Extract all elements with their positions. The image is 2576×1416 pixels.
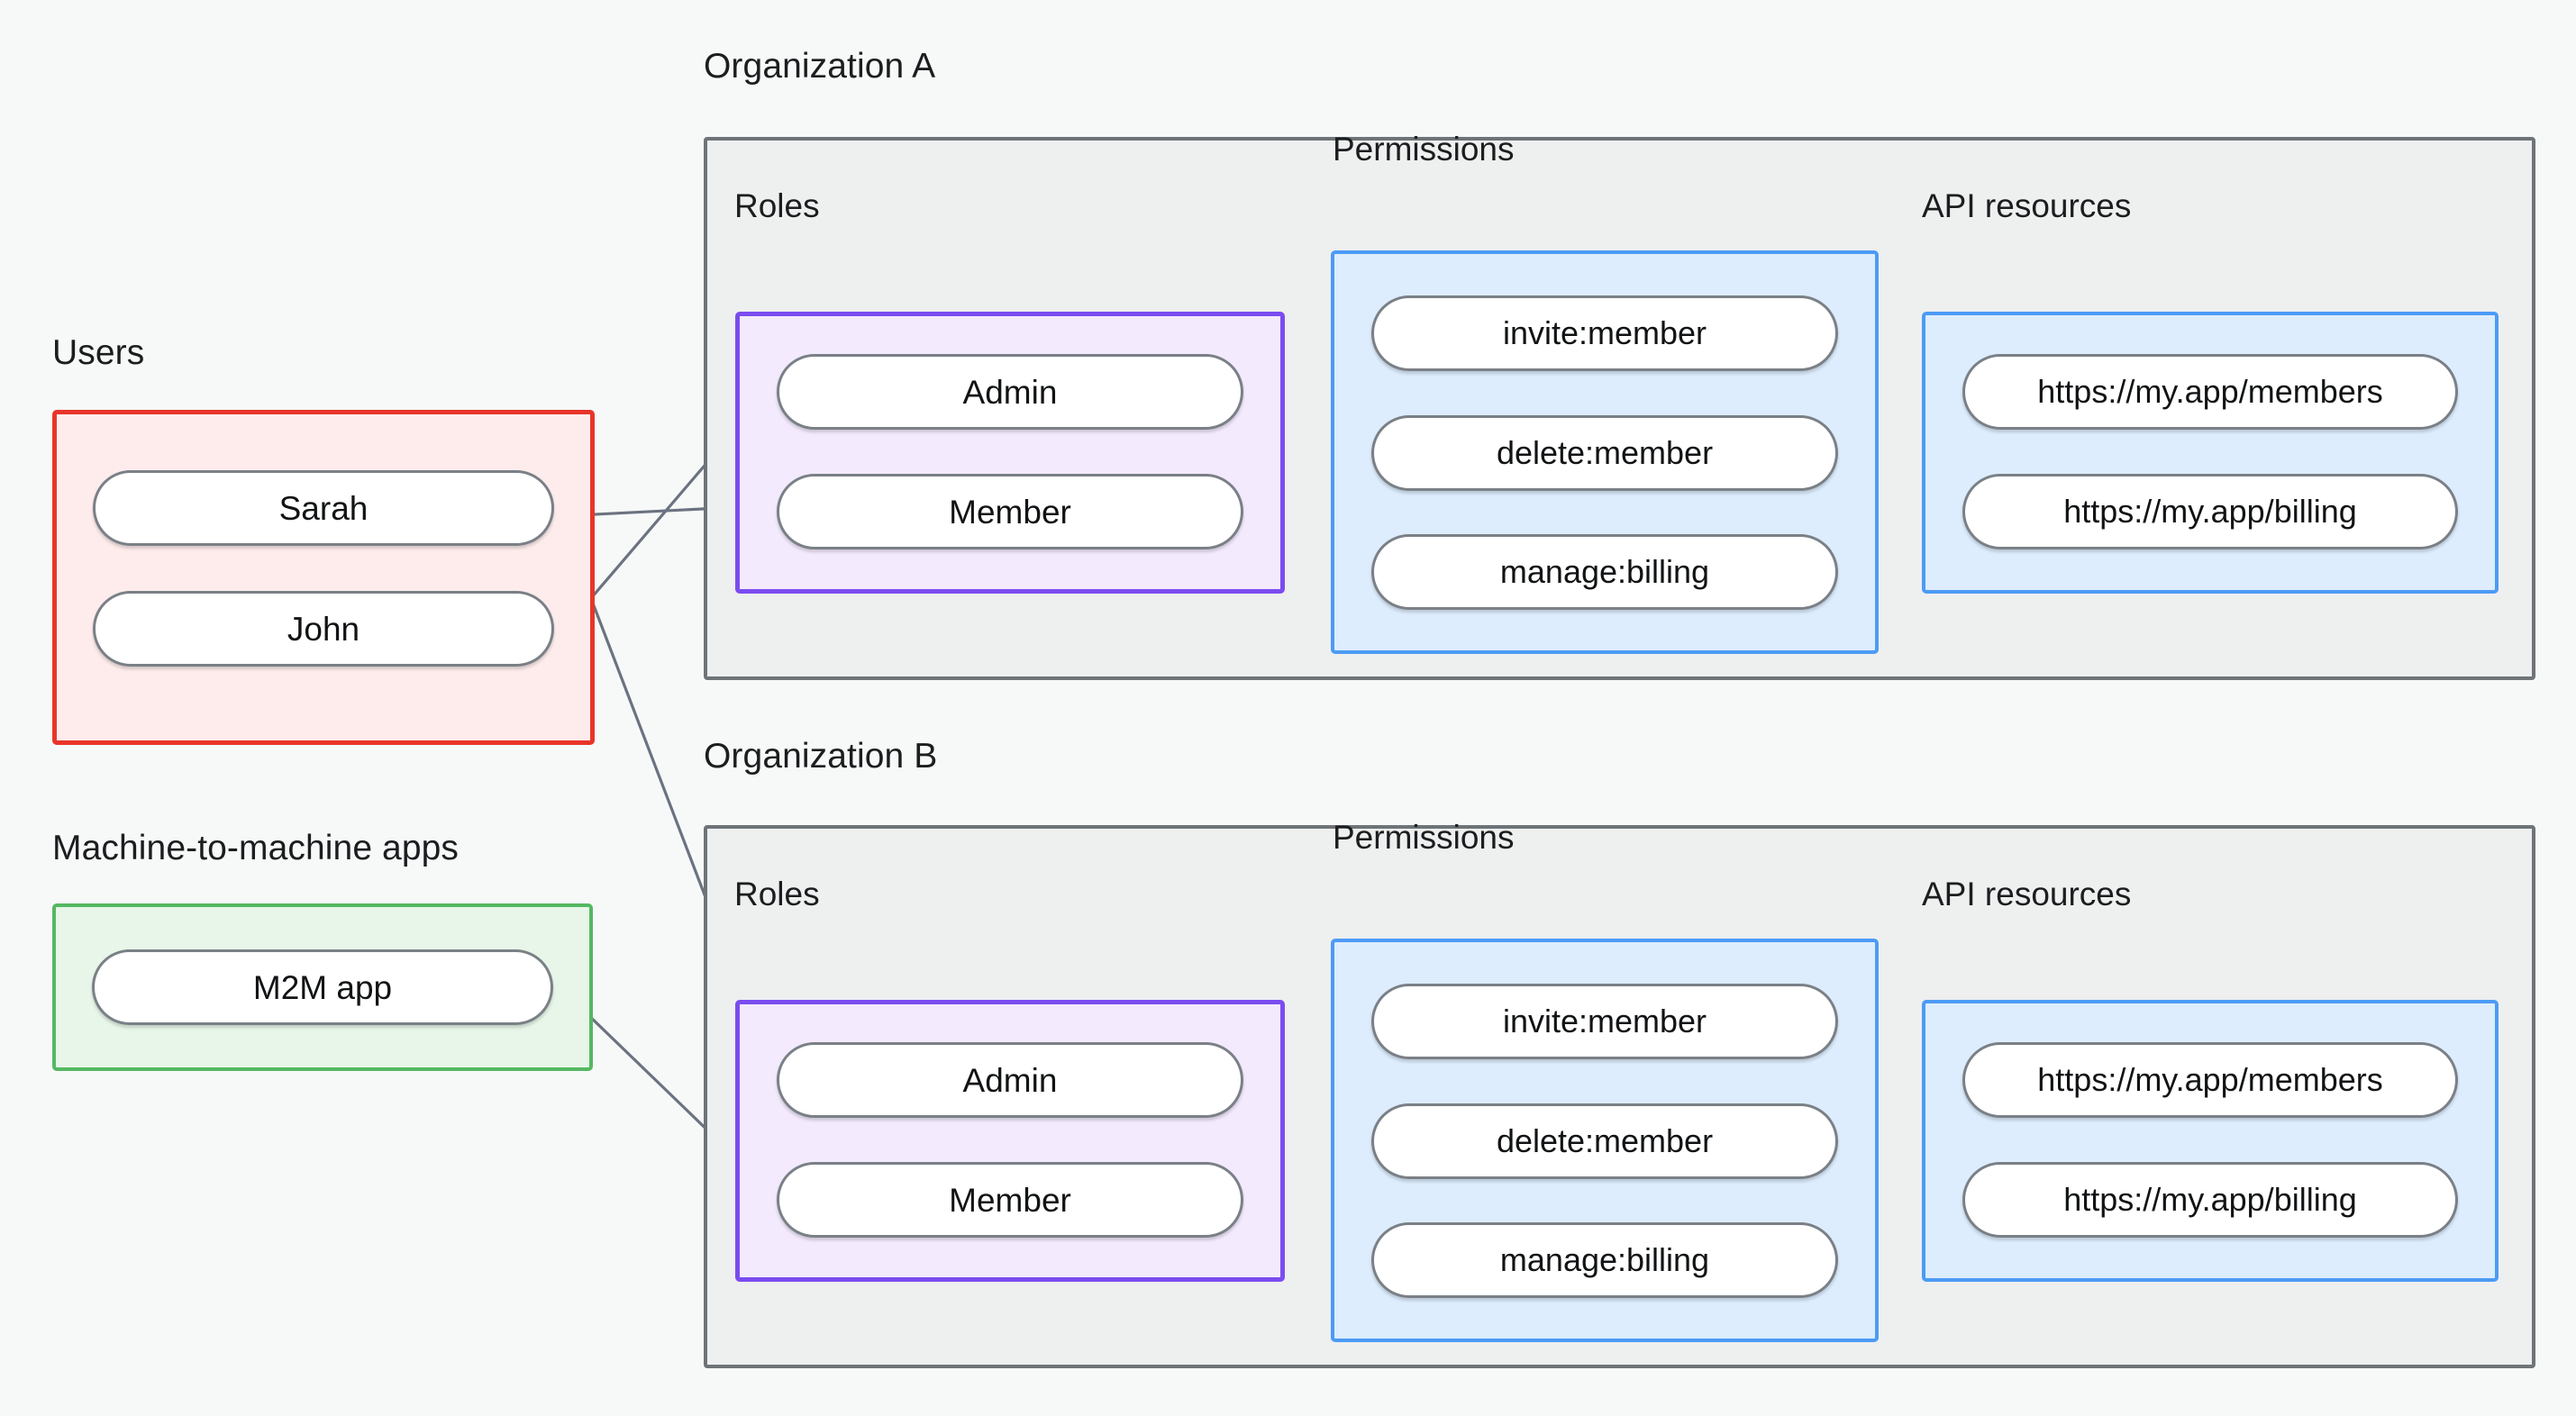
orgB-permission-delete-member[interactable]: delete:member [1371, 1103, 1838, 1179]
orgA-permission-delete-member[interactable]: delete:member [1371, 415, 1838, 491]
organization-a-title: Organization A [704, 47, 936, 86]
user-node-sarah[interactable]: Sarah [93, 470, 554, 546]
machine-apps-container: M2M app [52, 903, 593, 1071]
orgB-api-resource-members[interactable]: https://my.app/members [1962, 1042, 2458, 1118]
orgA-roles-label: Roles [734, 187, 820, 224]
machine-apps-section-label: Machine-to-machine apps [52, 829, 460, 867]
organization-b-container: Roles Permissions API resources Admin Me… [704, 819, 2535, 1368]
orgB-api-resource-billing[interactable]: https://my.app/billing [1962, 1162, 2458, 1238]
orgA-role-member[interactable]: Member [777, 474, 1243, 549]
orgB-api-resources-label: API resources [1922, 876, 2132, 912]
organization-b-title: Organization B [704, 737, 938, 776]
users-section-label: Users [52, 333, 145, 372]
orgA-permissions-label: Permissions [1333, 131, 1515, 168]
orgB-role-member[interactable]: Member [777, 1162, 1243, 1238]
orgA-api-resources-container: https://my.app/members https://my.app/bi… [1922, 312, 2499, 594]
orgA-api-resources-label: API resources [1922, 187, 2132, 224]
organization-a-container: Roles Permissions API resources Admin Me… [704, 131, 2535, 680]
orgB-roles-container: Admin Member [735, 1000, 1285, 1282]
m2m-app-node[interactable]: M2M app [92, 949, 553, 1025]
orgB-roles-label: Roles [734, 876, 820, 912]
orgA-roles-container: Admin Member [735, 312, 1285, 594]
orgA-api-resource-billing[interactable]: https://my.app/billing [1962, 474, 2458, 549]
orgB-permissions-container: invite:member delete:member manage:billi… [1331, 939, 1879, 1342]
orgB-permission-invite-member[interactable]: invite:member [1371, 984, 1838, 1059]
orgB-api-resources-container: https://my.app/members https://my.app/bi… [1922, 1000, 2499, 1282]
orgA-permissions-container: invite:member delete:member manage:billi… [1331, 250, 1879, 654]
user-node-john[interactable]: John [93, 591, 554, 667]
orgA-permission-invite-member[interactable]: invite:member [1371, 295, 1838, 371]
orgA-role-admin[interactable]: Admin [777, 354, 1243, 430]
orgA-api-resource-members[interactable]: https://my.app/members [1962, 354, 2458, 430]
users-container: Sarah John [52, 410, 595, 745]
orgB-permissions-label: Permissions [1333, 819, 1515, 856]
orgB-role-admin[interactable]: Admin [777, 1042, 1243, 1118]
orgA-permission-manage-billing[interactable]: manage:billing [1371, 534, 1838, 610]
orgB-permission-manage-billing[interactable]: manage:billing [1371, 1222, 1838, 1298]
